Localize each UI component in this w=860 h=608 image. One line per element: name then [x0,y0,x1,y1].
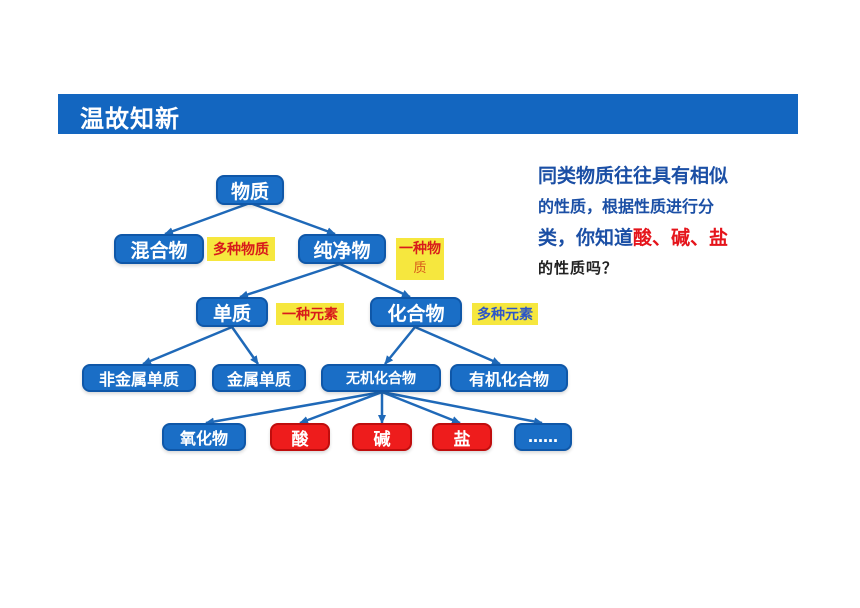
node-metal-elemental: 金属单质 [212,364,306,392]
node-more: …… [514,423,572,451]
tag-pure-definition: 一种物 质 [396,238,444,280]
side-line-3: 类，你知道酸、碱、盐 [538,222,778,254]
node-substance: 物质 [216,175,284,205]
edge-elemental-nonmetal [142,325,233,366]
tag-elemental-definition: 一种元素 [276,303,344,325]
node-elemental-substance: 单质 [196,297,268,327]
side-line-1: 同类物质往往具有相似 [538,165,729,187]
edge-inorganic-salt [381,390,461,425]
side-line-4: 的性质吗？ [538,259,619,277]
edge-inorganic-more [381,390,543,426]
node-oxide: 氧化物 [162,423,246,451]
side-line-3-text: 类，你知道 [538,227,634,249]
node-pure-substance: 纯净物 [298,234,386,264]
header-banner: 温故知新 [58,94,798,134]
node-inorganic-compound: 无机化合物 [321,364,441,392]
edge-compound-organic [414,325,501,366]
node-mixture: 混合物 [114,234,204,264]
edge-inorganic-oxide [205,390,383,426]
side-highlight-acid-base-salt: 酸、碱、盐 [633,227,729,249]
node-salt: 盐 [432,423,492,451]
page-title: 温故知新 [80,105,180,133]
node-base: 碱 [352,423,412,451]
edge-inorganic-acid [299,390,383,425]
edge-compound-inorganic [384,326,416,365]
edge-elemental-metal [230,326,260,365]
edge-root-pure [249,201,336,236]
node-compound: 化合物 [370,297,462,327]
side-line-2: 的性质，根据性质进行分 [538,197,715,216]
edge-pure-elemental [239,262,341,299]
node-nonmetal-elemental: 非金属单质 [82,364,196,392]
node-acid: 酸 [270,423,330,451]
edge-pure-compound [339,262,411,299]
side-description: 同类物质往往具有相似 的性质，根据性质进行分 类，你知道酸、碱、盐 的性质吗？ [538,160,778,282]
tag-pure-definition-line1: 一种物 [399,241,441,257]
tag-mixture-definition: 多种物质 [207,237,275,261]
edge-root-mixture [164,201,251,236]
tag-compound-definition: 多种元素 [472,303,538,325]
tag-pure-definition-line2: 质 [413,261,427,276]
node-organic-compound: 有机化合物 [450,364,568,392]
